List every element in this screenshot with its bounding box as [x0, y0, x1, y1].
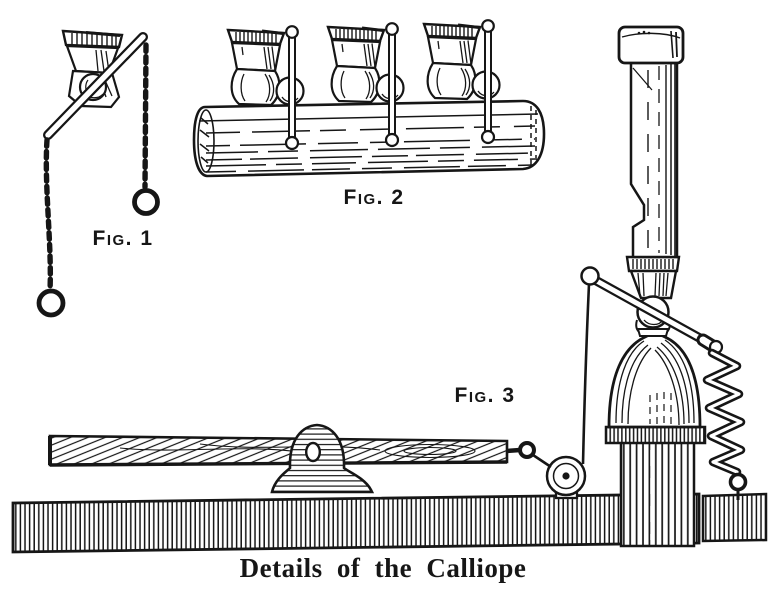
fig3-lever-knob: [580, 266, 600, 286]
fig3-label: Fig. 3: [454, 384, 516, 407]
fig3-key-link-eye: [506, 441, 536, 459]
fig3-fulcrum: [270, 423, 374, 494]
fig3-mechanism-drawing: [11, 25, 768, 554]
fig3-base-board: [11, 492, 701, 554]
fig3-whistle-tube: [617, 25, 685, 300]
fig3-key-lever: [48, 434, 509, 467]
fig1-pull-chain-right: [132, 42, 160, 216]
fig3-return-spring: [702, 348, 748, 500]
fig3-tube-cap: [617, 25, 685, 65]
fig2-label: Fig. 2: [343, 186, 405, 209]
fig3-pulley: [545, 455, 587, 500]
fig3-flange: [604, 425, 707, 445]
fig3-cord: [532, 283, 591, 469]
caption: Details of the Calliope: [239, 553, 527, 583]
fig3-fulcrum-hole: [305, 441, 322, 463]
fig3-eye-bolt: [728, 472, 748, 492]
fig2-steam-pipe: [192, 99, 546, 178]
fig1-chain-ring-right: [132, 188, 160, 216]
fig3-whistle-column: [619, 440, 696, 548]
fig3-valve-lever: [580, 266, 724, 355]
fig1-valve-drawing: [36, 29, 160, 318]
fig3-whistle-bell: [607, 333, 702, 429]
fig1-label: Fig. 1: [92, 227, 154, 250]
fig1-pull-chain-left: [36, 137, 66, 318]
fig3-riser-block: [701, 492, 768, 543]
fig1-whistle-cup: [61, 29, 124, 75]
fig3-pulley-axle: [562, 472, 570, 480]
fig1-valve-lever: [43, 32, 148, 140]
fig1-chain-ring-left: [36, 288, 66, 318]
fig2-manifold-drawing: [192, 20, 546, 178]
